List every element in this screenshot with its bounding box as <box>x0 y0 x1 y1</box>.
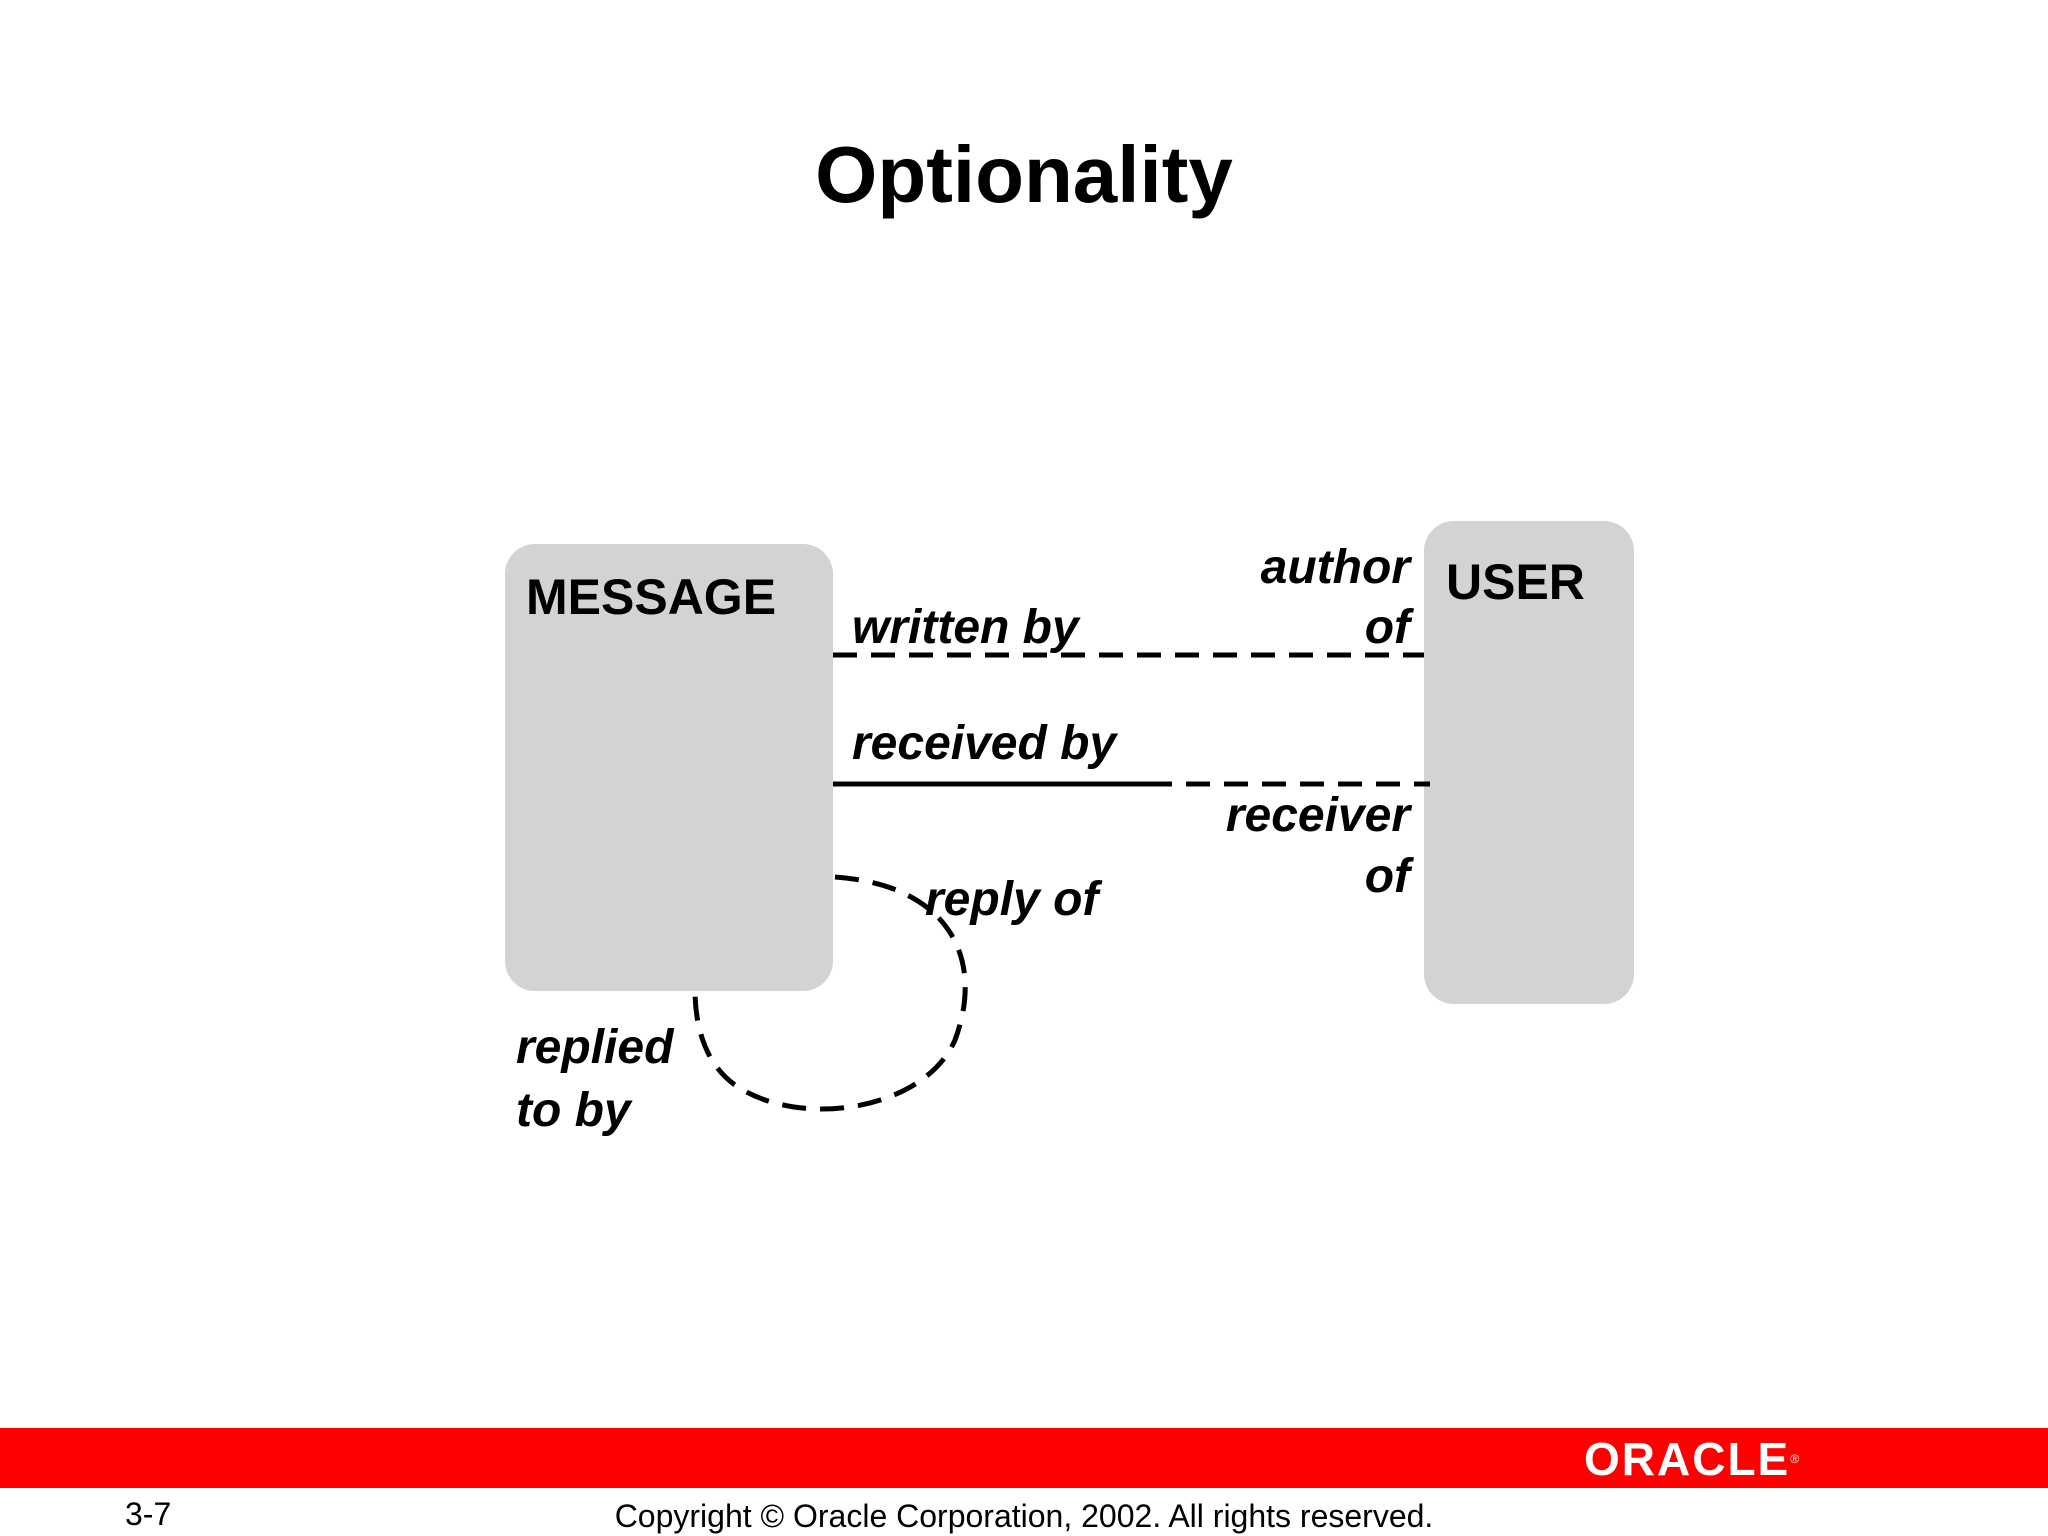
slide-title: Optionality <box>815 130 1233 219</box>
author-of-label-line2: of <box>1364 601 1410 654</box>
copyright-notice: Copyright © Oracle Corporation, 2002. Al… <box>614 1498 1434 1534</box>
reply-recursive-loop <box>692 874 968 1112</box>
message-entity-label: MESSAGE <box>526 569 777 625</box>
written-by-label: written by <box>852 601 1079 654</box>
entity-message <box>505 544 833 991</box>
received-by-label: received by <box>852 717 1117 770</box>
receiver-of-label-line2: of <box>1364 850 1410 903</box>
footer-bar <box>0 1428 2048 1488</box>
replied-to-by-label-line1: replied <box>516 1021 674 1074</box>
oracle-logo: ORACLE® <box>1584 1436 1801 1482</box>
author-of-label-line1: author <box>1260 541 1410 594</box>
replied-to-by-label-line2: to by <box>516 1084 631 1137</box>
user-entity-label: USER <box>1446 554 1585 610</box>
entity-user <box>1424 521 1634 1004</box>
oracle-logo-text: ORACLE <box>1584 1433 1791 1485</box>
receiver-of-label-line1: receiver <box>1225 789 1410 842</box>
registered-mark: ® <box>1790 1452 1802 1466</box>
page-number: 3-7 <box>125 1496 172 1532</box>
reply-of-label: reply of <box>925 873 1099 926</box>
